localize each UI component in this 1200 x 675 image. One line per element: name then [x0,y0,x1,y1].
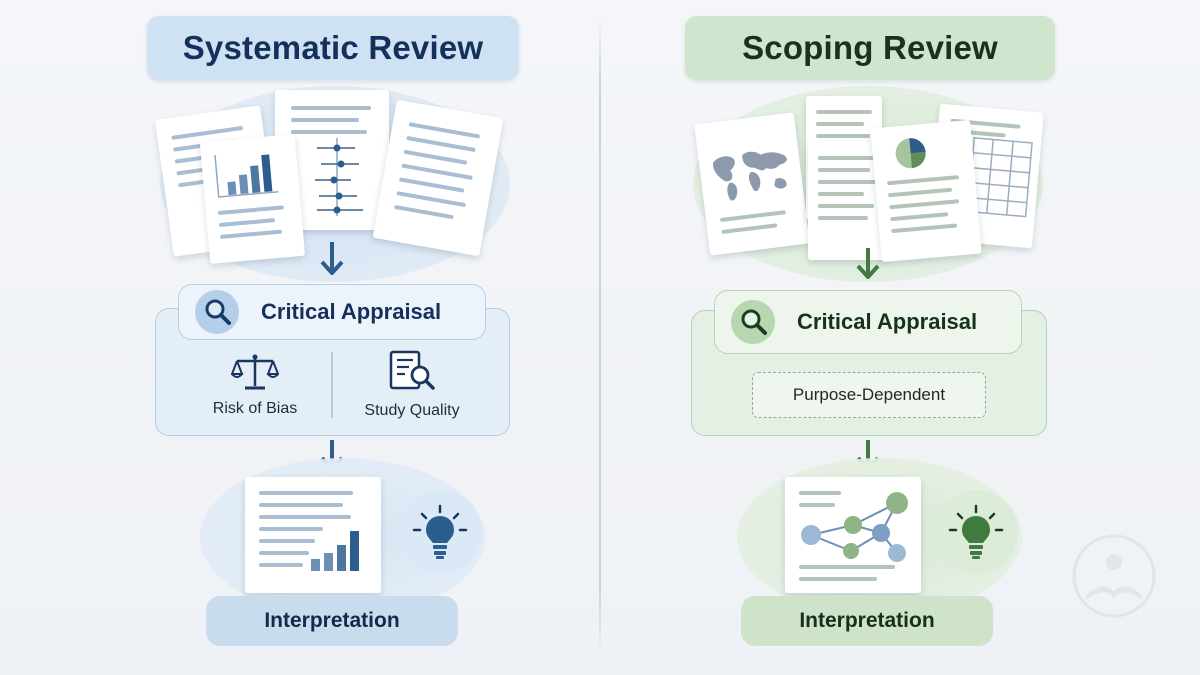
systematic-review-title: Systematic Review [147,16,519,80]
interpretation-label: Interpretation [799,609,935,632]
purpose-dependent-label: Purpose-Dependent [792,385,946,404]
systematic-critical-appraisal: Critical Appraisal [178,284,486,340]
forest-plot-icon [315,138,363,216]
world-map-icon [713,151,787,201]
network-graph-icon [801,492,908,562]
document-sheet [694,112,810,256]
report-document [785,477,921,593]
appraisal-separator [331,352,333,418]
critical-appraisal-label: Critical Appraisal [261,299,442,324]
scale-icon [231,354,279,390]
lightbulb-icon [948,504,1004,559]
risk-of-bias-label: Risk of Bias [212,400,298,417]
insight-bulb-badge [934,490,1018,574]
bar-chart-icon [311,531,359,571]
magnifier-icon [195,290,239,334]
document-sheet [199,134,306,264]
document-sheet [928,103,1044,249]
study-quality-item: Study Quality [352,350,472,420]
insight-bulb-badge [398,490,482,574]
scoping-critical-appraisal: Critical Appraisal [714,290,1022,354]
risk-of-bias-item: Risk of Bias [200,352,310,418]
arrow-down-icon [320,242,344,275]
document-search-icon [389,350,435,390]
report-document [245,477,381,593]
study-quality-label: Study Quality [364,402,460,419]
systematic-review-title-text: Systematic Review [182,29,484,66]
pie-chart-icon [895,138,926,169]
critical-appraisal-label: Critical Appraisal [797,309,978,334]
watermark-logo-icon [1072,534,1156,618]
center-divider [599,14,601,659]
scoping-review-title: Scoping Review [685,16,1055,80]
arrow-down-icon [856,248,880,279]
table-grid-icon [967,137,1033,218]
systematic-interpretation: Interpretation [206,596,458,646]
interpretation-label: Interpretation [264,609,400,632]
bar-chart-icon [214,154,279,198]
purpose-dependent-box: Purpose-Dependent [752,372,986,418]
document-sheet [870,119,982,263]
lightbulb-icon [412,504,468,559]
scoping-review-title-text: Scoping Review [742,29,998,66]
magnifier-icon [731,300,775,344]
scoping-interpretation: Interpretation [741,596,993,646]
